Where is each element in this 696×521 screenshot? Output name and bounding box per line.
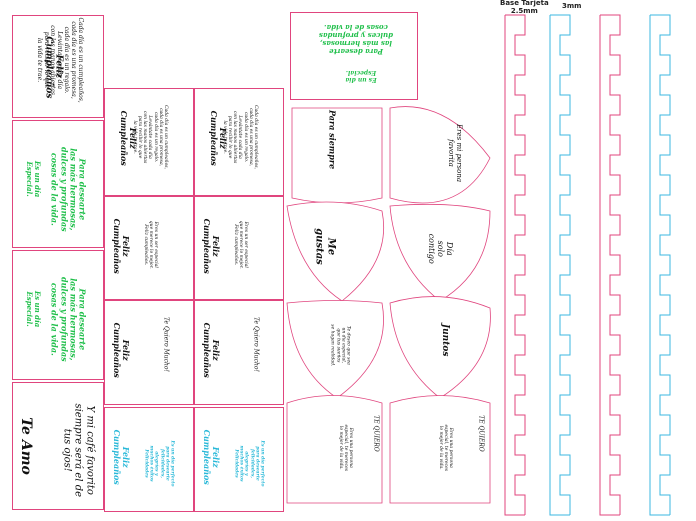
especial-text: Es un día Especial. — [25, 290, 43, 328]
eres-especial: Eres un ser especial que merece lo mejor… — [232, 220, 248, 269]
card-te-amo: Te Amo Y mi café favorito siempre será e… — [12, 382, 104, 510]
card-title: Feliz Cumpleaños — [202, 322, 222, 378]
strip-pink-1 — [504, 14, 526, 516]
quiero-text: Te Quiero Mucho! — [252, 316, 260, 372]
strip-cyan-1 — [549, 14, 571, 516]
card-cyan-1: Feliz Cumpleaños Es un día perfecto para… — [104, 407, 194, 512]
te-amo-title: Te Amo — [18, 417, 35, 475]
card-title: Feliz Cumpleaños — [202, 218, 222, 274]
card-dia-2: Eres un ser especial que merece lo mejor… — [194, 196, 284, 300]
heart-shape — [286, 300, 384, 399]
card-para-desearte-1: Para desearte las más hermosas, dulces y… — [12, 120, 104, 248]
para-desearte-text: Para desearte las más hermosas, dulces y… — [49, 147, 88, 232]
especial-text: Es un día Especial. — [25, 160, 43, 198]
heart-me-gustas: Me gustas — [314, 228, 337, 265]
size-label: 3mm — [562, 2, 582, 10]
card-dia-1: Eres un ser especial que merece lo mejor… — [104, 196, 194, 300]
eres-especial: Eres un ser especial que merece lo mejor… — [142, 220, 158, 269]
heart-shape — [389, 296, 491, 399]
para-desearte-text: Para desearte las más hermosas, dulces y… — [49, 277, 88, 362]
cyan-message: Es un día perfecto para desearte felicid… — [143, 440, 175, 487]
heart-te-quiero-1: TE QUIERO — [372, 415, 380, 452]
especial-text: Es un día Especial. — [345, 68, 377, 83]
card-para-desearte-2: Para desearte las más hermosas, dulces y… — [12, 250, 104, 380]
strip-cyan-2 — [649, 14, 671, 516]
heart-shape — [286, 201, 385, 302]
heart-shape — [286, 395, 383, 504]
heart-dias-2: Eres una persona especial, te mereces lo… — [437, 424, 453, 472]
card-title: Feliz Cumpleaños — [112, 322, 132, 378]
para-desearte-text: Para desearte las más hermosas, dulces y… — [318, 23, 394, 57]
card-cyan-2: Feliz Cumpleaños Es un día perfecto para… — [194, 407, 284, 512]
cafe-text: Y mi café favorito siempre será el de tu… — [61, 403, 96, 498]
card-top-especial: Para desearte las más hermosas, dulces y… — [290, 12, 418, 100]
heart-te-quiero-2: TE QUIERO — [477, 415, 485, 452]
strips-layer — [504, 14, 671, 516]
heart-shape — [389, 203, 491, 302]
quiero-text: Te Quiero Mucho! — [162, 316, 170, 372]
base-label: Base Tarjeta 2.5mm — [500, 0, 549, 15]
strip-pink-2 — [599, 14, 621, 516]
card-poem-2: Cada día es un cumpleaños, cada día es u… — [104, 88, 194, 196]
hearts-layer — [286, 106, 491, 504]
poem-title: Feliz Cumpleaños — [43, 36, 64, 99]
card-quiero-1: Te Quiero Mucho! Feliz Cumpleaños — [104, 300, 194, 405]
cyan-title: Feliz Cumpleaños — [112, 429, 132, 485]
card-quiero-2: Te Quiero Mucho! Feliz Cumpleaños — [194, 300, 284, 405]
cyan-message: Es un día perfecto para desearte felicid… — [233, 440, 265, 487]
card-poem-1: Cada día es un cumpleaños, cada día es u… — [12, 15, 104, 118]
poem-title: Feliz Cumpleaños — [209, 110, 229, 166]
heart-siempre: Para siempre — [327, 110, 338, 170]
heart-message-1: Te deseo que sea un día especial, que tu… — [329, 324, 351, 367]
heart-shape — [389, 395, 491, 504]
heart-shape — [389, 106, 491, 204]
card-poem-3: Cada día es un cumpleaños, cada día es u… — [194, 88, 284, 196]
heart-juntos: Juntos — [440, 323, 451, 357]
heart-persona: Eres mi persona favorita — [447, 124, 464, 183]
cyan-title: Feliz Cumpleaños — [202, 429, 222, 485]
poem-title: Feliz Cumpleaños — [119, 110, 139, 166]
heart-dia: Día solo contigo — [426, 233, 454, 264]
card-title: Feliz Cumpleaños — [112, 218, 132, 274]
heart-dias-1: Eres una persona especial, te mereces lo… — [337, 424, 353, 472]
